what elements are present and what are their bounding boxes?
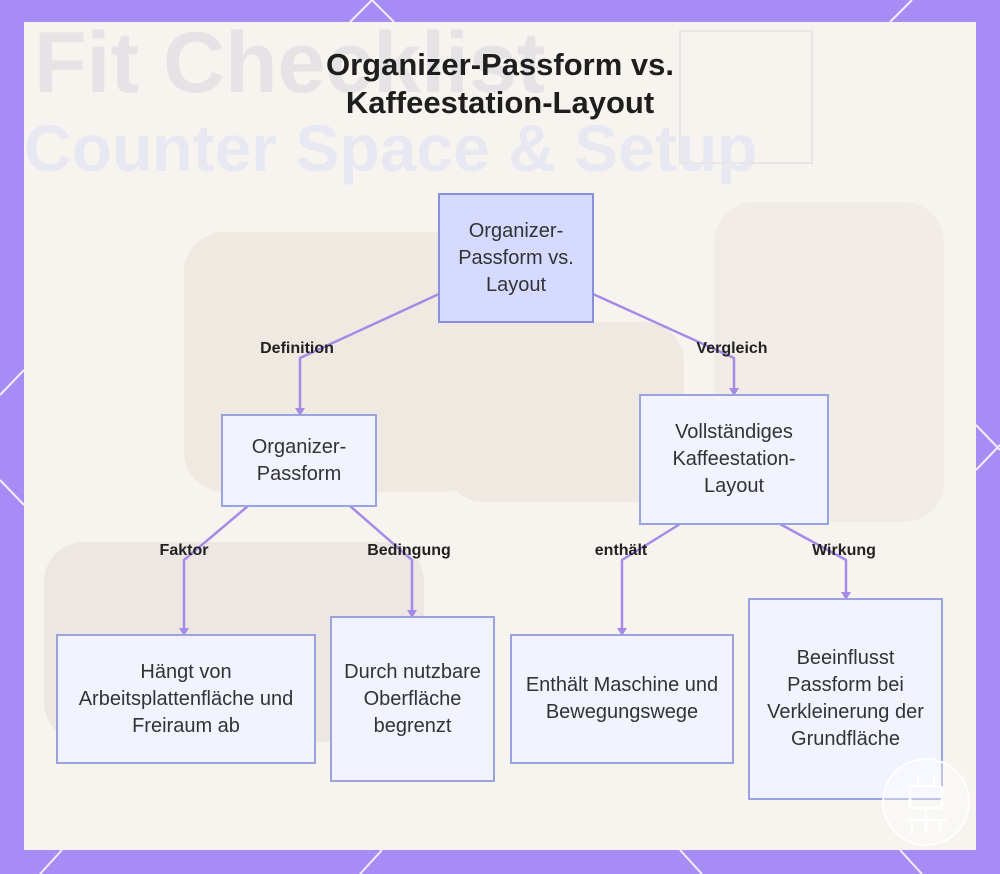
- node-grundflaeche-label: Beeinflusst Passform bei Verkleinerung d…: [767, 647, 924, 750]
- edge-wirkung-arrow: [841, 592, 851, 600]
- title-line-1: Organizer-Passform vs.: [325, 47, 675, 82]
- node-maschine-label: Enthält Maschine und Bewegungswege: [525, 674, 719, 723]
- node-maschine: Enthält Maschine und Bewegungswege: [510, 634, 734, 764]
- edge-label-faktor: Faktor: [159, 542, 209, 559]
- edge-faktor-line: [182, 505, 249, 634]
- background-ghost-subtitle: Counter Space & Setup: [24, 111, 758, 185]
- background-ghost-title: Fit Checklist: [34, 22, 546, 111]
- edge-bedingung-line: [349, 505, 414, 616]
- edge-enthaelt-arrow: [617, 628, 627, 636]
- node-oberflaeche-label: Durch nutzbare Oberfläche begrenzt: [344, 660, 481, 737]
- edge-definition-arrow: [295, 408, 305, 416]
- plug-icon: [906, 774, 946, 832]
- edge-label-enthaelt: enthält: [594, 542, 648, 559]
- edge-label-bedingung: Bedingung: [367, 542, 451, 559]
- edge-enthaelt-line: [620, 522, 681, 634]
- title-line-2: Kaffeestation-Layout: [345, 85, 655, 120]
- node-kaffeestation-layout-label: Vollständiges Kaffeestation-Layout: [672, 421, 796, 497]
- watermark-logo: [882, 758, 970, 846]
- edge-bedingung-arrow: [407, 610, 417, 618]
- edge-vergleich-arrow: [729, 388, 739, 396]
- node-arbeitsplatte: Hängt von Arbeitsplattenfläche und Freir…: [56, 634, 316, 764]
- node-organizer-passform: Organizer-Passform: [221, 414, 377, 507]
- edge-label-definition: Definition: [260, 340, 334, 357]
- node-root: Organizer-Passform vs. Layout: [438, 193, 594, 323]
- node-root-label: Organizer-Passform vs. Layout: [458, 219, 574, 296]
- edge-faktor-arrow: [179, 628, 189, 636]
- node-arbeitsplatte-label: Hängt von Arbeitsplattenfläche und Freir…: [78, 660, 294, 737]
- node-organizer-passform-label: Organizer-Passform: [251, 435, 347, 485]
- edge-vergleich-line: [592, 292, 736, 394]
- edge-label-wirkung: Wirkung: [812, 542, 876, 559]
- diagram-title: Organizer-Passform vs. Kaffeestation-Lay…: [0, 46, 1000, 122]
- node-kaffeestation-layout: Vollständiges Kaffeestation-Layout: [639, 394, 829, 525]
- edge-definition-line: [298, 292, 440, 414]
- background-ghost-checkbox: [679, 30, 813, 164]
- edge-wirkung-line: [779, 522, 848, 598]
- edge-label-vergleich: Vergleich: [696, 340, 768, 357]
- node-oberflaeche: Durch nutzbare Oberfläche begrenzt: [330, 616, 495, 782]
